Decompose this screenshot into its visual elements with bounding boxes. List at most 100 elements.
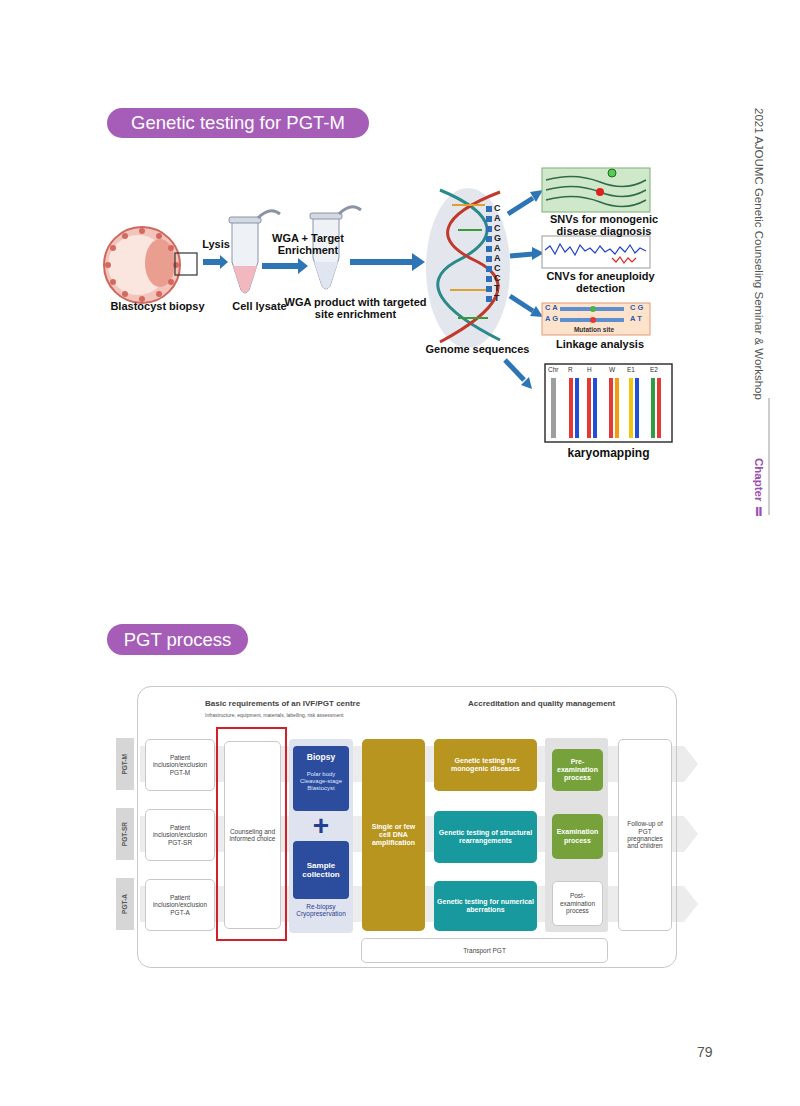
step-label: WGA + Target Enrichment: [262, 232, 354, 257]
node-text: Genetic testing for PGT-M: [131, 112, 345, 133]
step-label: Blastocyst biopsy: [100, 300, 215, 312]
linkage-panel: [560, 307, 624, 311]
blastocyst-illustration: [105, 262, 111, 268]
karyomap-panel: [651, 378, 655, 438]
snv-panel: [608, 169, 616, 177]
linkage-panel: [542, 303, 650, 335]
snv-panel: [546, 196, 646, 206]
node-text: Pre-examination process: [554, 758, 601, 782]
base-letter: A: [494, 213, 501, 223]
process-column: [545, 738, 608, 932]
base-letter: G: [494, 233, 501, 243]
branch-arrow: [530, 306, 543, 317]
genome-helix: [486, 206, 492, 212]
node-text: PGT-A: [121, 894, 128, 914]
karyomap-header: E1: [627, 366, 635, 373]
karyomap-panel: [635, 378, 639, 438]
cnv-panel: [545, 244, 646, 255]
node-text: Examination process: [554, 828, 601, 844]
karyomap-header: Chr: [548, 366, 558, 373]
karyomap-panel: [609, 378, 613, 438]
blastocyst-illustration: [168, 245, 174, 251]
karyomap-header: E2: [650, 366, 658, 373]
genome-helix: [450, 289, 490, 291]
node-text: PGT-SR: [121, 822, 128, 846]
node-text: Genetic testing for monogenic diseases: [437, 757, 534, 773]
step-label: Genome sequences: [420, 343, 535, 355]
cnv-panel: [542, 236, 650, 268]
branch-arrow: [510, 296, 533, 311]
blastocyst-illustration: [104, 227, 180, 303]
karyomap-panel: [545, 364, 672, 442]
genome-helix: [486, 246, 492, 252]
cnv-panel: [542, 236, 650, 268]
flow-arrow: [262, 258, 308, 274]
row-tab: PGT-SR: [116, 808, 134, 860]
linkage-panel: [590, 306, 596, 312]
mutation-label: Mutation site: [558, 326, 630, 333]
linkage-panel: [542, 303, 650, 335]
process-box: Transport PGT: [361, 938, 608, 963]
snv-panel: [542, 168, 650, 212]
tube: [229, 211, 280, 293]
branch-arrow: [505, 360, 524, 380]
snv-panel: [596, 188, 604, 196]
page-number: 79: [697, 1045, 713, 1061]
process-box: Post-examination process: [552, 881, 603, 926]
node-text: Genetic testing for numerical aberration…: [437, 898, 534, 914]
genome-helix: [426, 188, 510, 348]
karyomap-panel: [551, 378, 556, 438]
node-text: +: [289, 812, 353, 840]
blastocyst-illustration: [168, 279, 174, 285]
genome-helix: [440, 192, 500, 342]
process-box: Genetic testing for monogenic diseases: [434, 739, 537, 791]
karyomap-panel: [545, 364, 672, 442]
base-letter: C: [494, 273, 501, 283]
genome-helix: [452, 204, 485, 206]
karyomap-panel: [575, 378, 579, 438]
node-text: Polar body Cleavage-stage Blastocyst: [293, 771, 349, 792]
process-box: Genetic testing for numerical aberration…: [434, 881, 537, 931]
tube: [258, 211, 280, 218]
blastocyst-illustration: [122, 291, 128, 297]
branch-arrow: [530, 190, 543, 202]
process-box: Pre-examination process: [552, 749, 603, 791]
genome-helix: [486, 266, 492, 272]
process-column: +Re-biopsy CryopreservationBiopsyPolar b…: [289, 739, 353, 933]
branch-arrow: [508, 198, 533, 214]
panel-label: SNVs for monogenic disease diagnosis: [540, 213, 668, 238]
base-letter: C: [494, 263, 501, 273]
process-box: Genetic testing of structural rearrangem…: [434, 811, 537, 863]
process-box: Sample collection: [293, 841, 349, 899]
process-box: Patient inclusion/exclusion PGT-A: [145, 879, 215, 931]
allele-label: C A: [545, 304, 558, 312]
node-text: Accreditation and quality management: [468, 699, 615, 708]
process-box: BiopsyPolar body Cleavage-stage Blastocy…: [293, 746, 349, 811]
allele-label: A T: [630, 315, 642, 323]
process-box: Patient inclusion/exclusion PGT-M: [145, 739, 215, 791]
base-letter: T: [494, 283, 500, 293]
snv-panel: [546, 186, 646, 196]
tube: [229, 217, 261, 223]
karyomap-panel: [587, 378, 591, 438]
section-pill: Genetic testing for PGT-M: [107, 108, 369, 138]
karyomap-panel: [657, 378, 661, 438]
karyomap-panel: [629, 378, 633, 438]
node-text: Biopsy: [293, 753, 349, 763]
panel-label: karyomapping: [545, 447, 672, 460]
karyomap-panel: [615, 378, 619, 438]
base-letter: A: [494, 243, 501, 253]
blastocyst-illustration: [156, 291, 162, 297]
tube: [339, 207, 361, 214]
node-text: Follow-up of PGT pregnancies and childre…: [621, 820, 669, 850]
genome-helix: [486, 226, 492, 232]
blastocyst-illustration: [173, 262, 179, 268]
panel-label: CNVs for aneuploidy detection: [538, 270, 663, 295]
genome-helix: [458, 317, 488, 319]
genome-helix: [486, 276, 492, 282]
branch-arrow: [510, 254, 533, 256]
base-letter: A: [494, 253, 501, 263]
tube: [233, 266, 257, 293]
branch-arrow: [521, 377, 532, 389]
